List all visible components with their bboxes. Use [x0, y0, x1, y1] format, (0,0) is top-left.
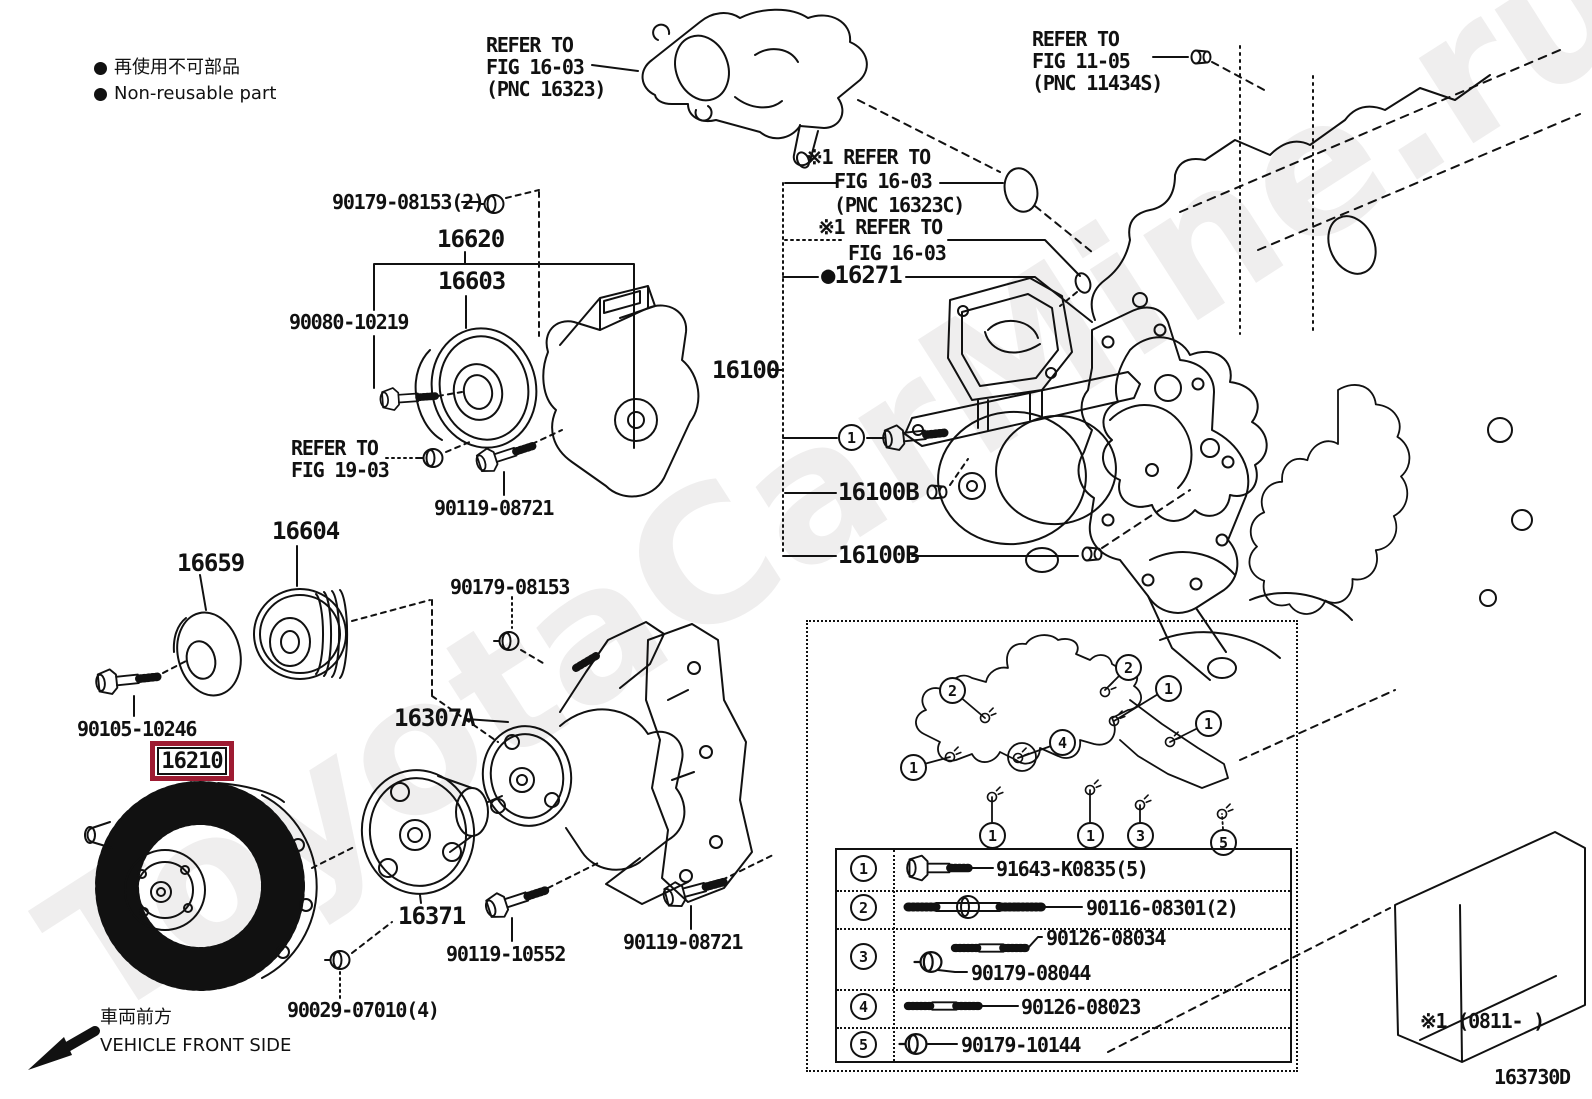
table-column-divider — [893, 850, 895, 1061]
part-90029-07010-4[interactable]: 90029-07010(4) — [287, 998, 440, 1022]
table-callout-3: 3 — [850, 943, 877, 970]
part-90080-10219[interactable]: 90080-10219 — [289, 310, 409, 334]
part-16604[interactable]: 16604 — [272, 517, 340, 545]
table-fastener-glyphs — [898, 856, 1083, 1056]
inset-sketch-drawing — [912, 634, 1234, 830]
part-16271[interactable]: ●16271 — [821, 261, 903, 289]
part-16620[interactable]: 16620 — [437, 225, 505, 253]
revision-note: ※1 (0811- ) — [1420, 1009, 1545, 1033]
part-16210: 16210 — [157, 747, 227, 775]
inset-callout: 1 — [1077, 822, 1104, 849]
part-16603[interactable]: 16603 — [438, 267, 506, 295]
legend-en: Non-reusable part — [114, 83, 277, 104]
pulley-16604-drawing — [253, 545, 349, 680]
table-callout-4: 4 — [850, 993, 877, 1020]
vehicle-front-jp: 車両前方 — [100, 1007, 172, 1028]
vehicle-front-arrow — [28, 1026, 100, 1070]
part-90119-08721-a[interactable]: 90119-08721 — [434, 496, 554, 520]
water-pump-bracket-drawing — [465, 621, 753, 905]
part-16659[interactable]: 16659 — [177, 549, 245, 577]
table-part-90126-08034[interactable]: 90126-08034 — [1046, 926, 1166, 950]
seal-16659-drawing — [172, 574, 242, 697]
table-part-90126-08023[interactable]: 90126-08023 — [1021, 995, 1141, 1019]
inset-callout: 1 — [1155, 675, 1182, 702]
callout-1-main: 1 — [838, 424, 865, 451]
diagram-code: 163730D — [1494, 1065, 1571, 1089]
belt-tensioner-drawing — [380, 285, 700, 498]
non-reusable-bullet-icon — [94, 88, 107, 101]
table-part-90116-08301[interactable]: 90116-08301(2) — [1086, 896, 1239, 920]
table-part-91643-K0835[interactable]: 91643-K0835(5) — [996, 857, 1149, 881]
part-16100[interactable]: 16100 — [712, 356, 780, 384]
table-part-90179-10144[interactable]: 90179-10144 — [961, 1033, 1081, 1057]
highlighted-part-16210[interactable]: 16210 — [150, 741, 234, 781]
part-16371[interactable]: 16371 — [398, 902, 466, 930]
part-16100B-b[interactable]: 16100B — [838, 541, 920, 569]
fastener-table — [835, 848, 1292, 1063]
inset-callout: 2 — [1115, 654, 1142, 681]
legend-jp: 再使用不可部品 — [114, 57, 240, 78]
fan-clutch-drawing — [84, 781, 357, 991]
non-reusable-bullet-icon — [94, 62, 107, 75]
water-inlet-drawing — [641, 8, 868, 169]
inset-callout: 3 — [1127, 822, 1154, 849]
inset-callout: 4 — [1049, 729, 1076, 756]
vehicle-front-en: VEHICLE FRONT SIDE — [100, 1035, 292, 1056]
part-90119-10552[interactable]: 90119-10552 — [446, 942, 566, 966]
inset-callout: 1 — [900, 754, 927, 781]
water-pump-16100-drawing — [904, 277, 1250, 681]
inset-callout: 1 — [979, 822, 1006, 849]
table-callout-1: 1 — [850, 855, 877, 882]
part-90105-10246[interactable]: 90105-10246 — [77, 717, 197, 741]
part-16307A[interactable]: 16307A — [394, 704, 476, 732]
inset-callout: 1 — [1195, 710, 1222, 737]
part-90179-08153-2[interactable]: 90179-08153(2) — [332, 190, 485, 214]
engine-block-drawing — [1090, 45, 1586, 1063]
table-part-90179-08044[interactable]: 90179-08044 — [971, 961, 1091, 985]
table-callout-5: 5 — [850, 1031, 877, 1058]
inset-callout: 5 — [1210, 829, 1237, 856]
part-90179-08153[interactable]: 90179-08153 — [450, 575, 570, 599]
inset-callout: 2 — [939, 677, 966, 704]
part-16100B-a[interactable]: 16100B — [838, 478, 920, 506]
part-90119-08721-b[interactable]: 90119-08721 — [623, 930, 743, 954]
table-callout-2: 2 — [850, 894, 877, 921]
inset-box — [806, 620, 1298, 1072]
